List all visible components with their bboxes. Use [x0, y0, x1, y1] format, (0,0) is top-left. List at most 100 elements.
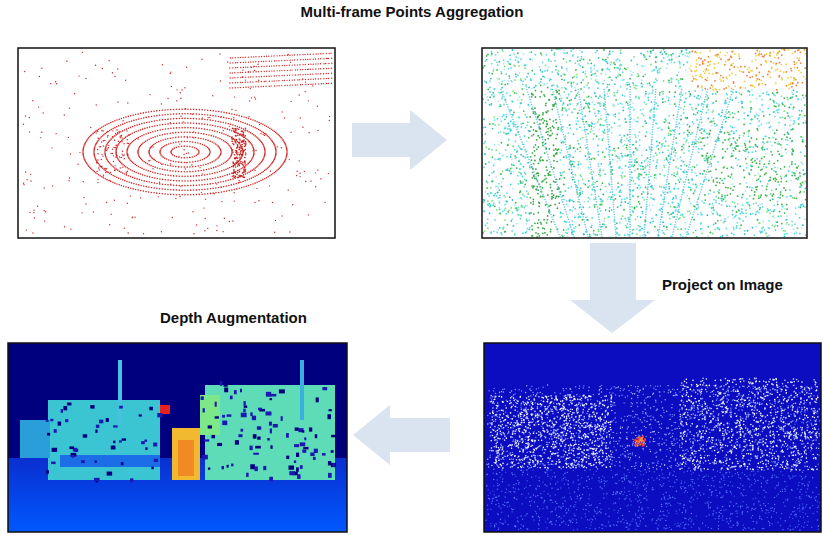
- lidar-point: [190, 113, 192, 115]
- lidar-point: [232, 138, 234, 140]
- lidar-point: [170, 128, 172, 130]
- lidar-point: [180, 116, 181, 117]
- lidar-point: [218, 111, 220, 113]
- lidar-point: [140, 197, 141, 198]
- lidar-point: [269, 81, 270, 82]
- lidar-point: [243, 174, 245, 176]
- lidar-point: [151, 121, 153, 123]
- lidar-point: [69, 177, 70, 178]
- lidar-point: [243, 168, 245, 170]
- lidar-point: [226, 185, 228, 187]
- lidar-point: [243, 171, 245, 173]
- lidar-point: [256, 121, 258, 123]
- lidar-point: [273, 55, 274, 56]
- lidar-point: [203, 164, 205, 166]
- lidar-point: [140, 129, 142, 131]
- lidar-point: [141, 144, 143, 146]
- lidar-point: [235, 166, 237, 168]
- lidar-point: [148, 164, 150, 166]
- lidar-point: [212, 130, 214, 132]
- lidar-point: [170, 184, 171, 185]
- lidar-point: [261, 131, 263, 133]
- lidar-point: [145, 133, 147, 135]
- lidar-point: [69, 107, 70, 108]
- lidar-point: [242, 72, 243, 73]
- lidar-point: [134, 139, 136, 141]
- lidar-point: [231, 176, 233, 178]
- lidar-point: [239, 171, 241, 173]
- lidar-point: [305, 181, 306, 182]
- lidar-point: [237, 154, 239, 156]
- lidar-point: [265, 86, 266, 87]
- lidar-point: [215, 159, 217, 161]
- lidar-point: [232, 149, 234, 151]
- lidar-point: [186, 131, 188, 133]
- lidar-point: [156, 188, 158, 190]
- lidar-point: [156, 183, 158, 185]
- lidar-point: [153, 159, 155, 161]
- lidar-point: [263, 132, 265, 134]
- lidar-point: [235, 135, 237, 137]
- lidar-point: [196, 194, 198, 196]
- lidar-point: [214, 172, 216, 174]
- lidar-point: [116, 129, 117, 130]
- lidar-point: [118, 131, 119, 132]
- lidar-point: [144, 175, 146, 177]
- lidar-point: [241, 127, 243, 129]
- lidar-point: [261, 71, 262, 72]
- aggregated-point: [736, 227, 738, 229]
- lidar-point: [276, 85, 277, 86]
- lidar-point: [141, 168, 143, 170]
- lidar-point: [181, 118, 183, 120]
- lidar-point: [234, 114, 236, 116]
- lidar-point: [207, 114, 209, 116]
- lidar-point: [210, 193, 212, 195]
- lidar-point: [133, 120, 135, 122]
- lidar-point: [207, 193, 209, 195]
- lidar-point: [187, 185, 189, 187]
- lidar-point: [258, 174, 260, 176]
- lidar-point: [104, 168, 105, 169]
- lidar-point: [181, 185, 183, 187]
- lidar-point: [137, 138, 138, 139]
- lidar-point: [235, 82, 236, 83]
- lidar-point: [331, 68, 332, 69]
- lidar-point: [276, 80, 277, 81]
- lidar-point: [120, 178, 122, 180]
- lidar-point: [121, 118, 123, 120]
- lidar-point: [172, 217, 173, 218]
- lidar-point: [113, 147, 114, 148]
- aggregated-point: [780, 168, 782, 170]
- lidar-point: [186, 153, 187, 154]
- lidar-point: [246, 172, 248, 174]
- lidar-point: [221, 170, 223, 172]
- lidar-point: [251, 125, 253, 127]
- aggregated-point: [696, 59, 698, 61]
- lidar-point: [151, 187, 153, 189]
- aggregated-point: [647, 165, 649, 167]
- lidar-point: [207, 156, 209, 158]
- lidar-point: [178, 136, 180, 138]
- lidar-point: [287, 85, 288, 86]
- lidar-point: [169, 132, 171, 134]
- lidar-point: [190, 185, 192, 187]
- lidar-point: [200, 165, 202, 167]
- lidar-point: [99, 127, 101, 129]
- lidar-point: [270, 85, 271, 86]
- lidar-point: [146, 122, 148, 124]
- lidar-point: [201, 193, 203, 195]
- lidar-point: [233, 119, 235, 121]
- lidar-point: [164, 133, 166, 135]
- lidar-point: [109, 224, 110, 225]
- lidar-point: [127, 171, 128, 172]
- lidar-point: [326, 83, 327, 84]
- lidar-point: [132, 217, 133, 218]
- lidar-point: [222, 127, 224, 129]
- lidar-point: [263, 171, 265, 173]
- lidar-point: [170, 143, 172, 145]
- lidar-point: [308, 79, 309, 80]
- lidar-point: [254, 127, 256, 129]
- aggregated-point: [796, 198, 798, 200]
- lidar-point: [235, 141, 237, 143]
- lidar-point: [45, 211, 46, 212]
